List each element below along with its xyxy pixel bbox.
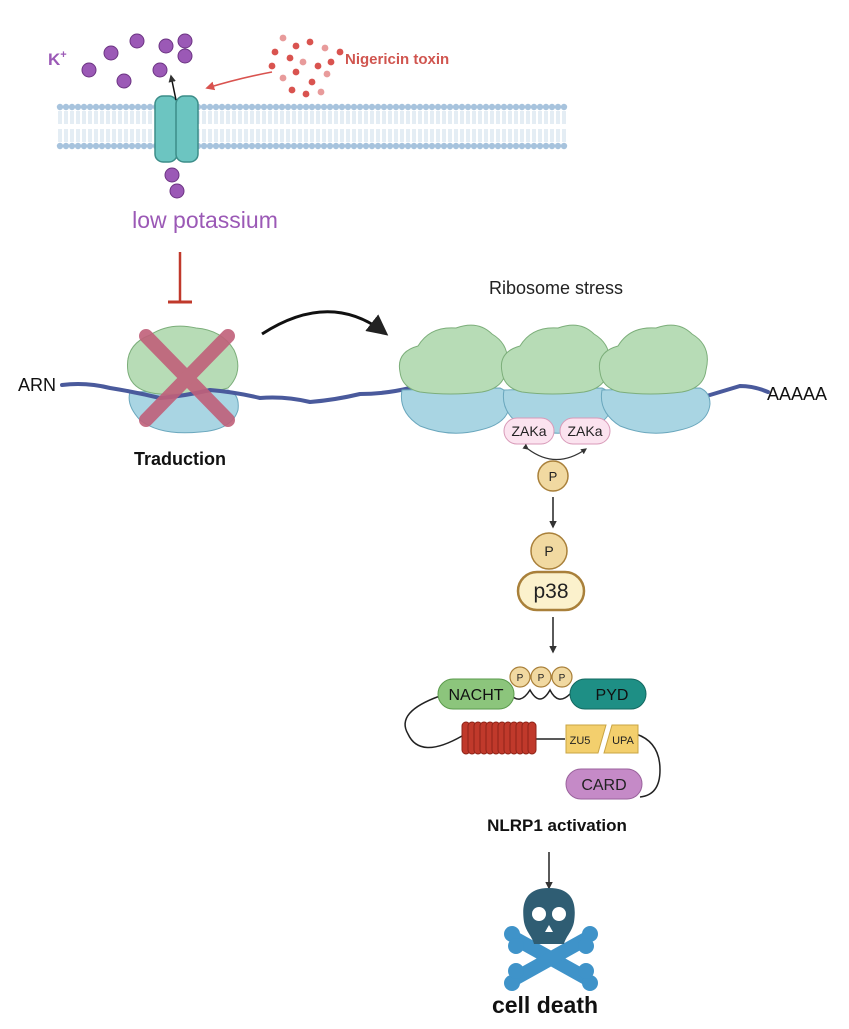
toxin-particles: [268, 34, 344, 98]
toxin-particle: [306, 38, 314, 46]
transition-arrow: [261, 310, 389, 336]
nlrp1-activation-label: NLRP1 activation: [487, 816, 627, 835]
ribosome-1: [398, 324, 511, 434]
rna-start-label: ARN: [18, 375, 56, 395]
potassium-ion: [152, 62, 168, 78]
toxin-particle: [327, 58, 335, 66]
zu5-domain: ZU5: [565, 724, 607, 754]
svg-text:ZU5: ZU5: [570, 735, 591, 747]
svg-text:CARD: CARD: [581, 777, 626, 794]
toxin-particle: [308, 78, 316, 86]
potassium-ion: [81, 62, 97, 78]
blocked-cross: [139, 329, 235, 427]
p38-kinase: P p38: [516, 532, 586, 612]
svg-text:P: P: [559, 673, 566, 684]
translation-label: Traduction: [134, 449, 226, 469]
svg-text:P: P: [517, 673, 524, 684]
toxin-particle: [288, 86, 296, 94]
toxin-label: Nigericin toxin: [345, 51, 449, 68]
toxin-particle: [271, 48, 279, 56]
p38-label: p38: [533, 580, 568, 603]
toxin-particle: [292, 42, 300, 50]
inhibition-symbol: [168, 252, 192, 304]
card-domain: [565, 768, 643, 800]
nlrp1-protein: NACHT P P P PYD ZU5 UPA CARD: [404, 666, 661, 800]
ion-channel: [154, 74, 199, 163]
low-potassium-label: low potassium: [132, 207, 278, 233]
toxin-particle: [336, 48, 344, 56]
potassium-ion: [103, 45, 119, 61]
toxin-particle: [279, 34, 287, 42]
toxin-particle: [286, 54, 294, 62]
nacht-domain: [437, 678, 515, 710]
svg-text:P: P: [544, 543, 553, 559]
toxin-particle: [321, 44, 329, 52]
toxin-arrow: [205, 71, 273, 91]
ribosome-polysome: [398, 324, 711, 434]
ribosome-3: [598, 324, 711, 434]
svg-text:PYD: PYD: [596, 687, 629, 704]
rna-end-label: AAAAA: [767, 384, 827, 404]
zak-left-label: ZAKa: [511, 423, 546, 439]
cell-membrane: [56, 103, 568, 150]
toxin-particle: [302, 90, 310, 98]
potassium-ion: [169, 183, 185, 199]
potassium-ion: [116, 73, 132, 89]
potassium-ion: [177, 33, 193, 49]
zak-alpha-pair: ZAKa ZAKa: [503, 417, 611, 460]
ion-label: K+: [48, 49, 67, 69]
potassium-ion: [129, 33, 145, 49]
cell-death-label: cell death: [492, 992, 598, 1018]
zak-right-label: ZAKa: [567, 423, 602, 439]
pyd-domain: [569, 678, 647, 710]
toxin-particle: [292, 68, 300, 76]
toxin-particle: [299, 58, 307, 66]
svg-text:NACHT: NACHT: [448, 687, 503, 704]
lrr-domain: [461, 721, 537, 755]
skull-crossbones-icon: [504, 888, 598, 991]
toxin-particle: [314, 62, 322, 70]
potassium-ion: [164, 167, 180, 183]
toxin-particle: [323, 70, 331, 78]
phospho-trio: P P P: [509, 666, 573, 688]
phospho-group-1: P: [537, 460, 569, 492]
potassium-ion: [177, 48, 193, 64]
ribosome-2: [500, 324, 613, 434]
potassium-ion: [158, 38, 174, 54]
svg-text:P: P: [549, 469, 558, 484]
toxin-particle: [268, 62, 276, 70]
svg-text:P: P: [538, 673, 545, 684]
ribosome-stress-label: Ribosome stress: [489, 278, 623, 298]
upa-domain: UPA: [603, 724, 639, 754]
potassium-ions: [81, 33, 193, 199]
svg-text:UPA: UPA: [612, 735, 634, 747]
toxin-particle: [317, 88, 325, 96]
toxin-particle: [279, 74, 287, 82]
